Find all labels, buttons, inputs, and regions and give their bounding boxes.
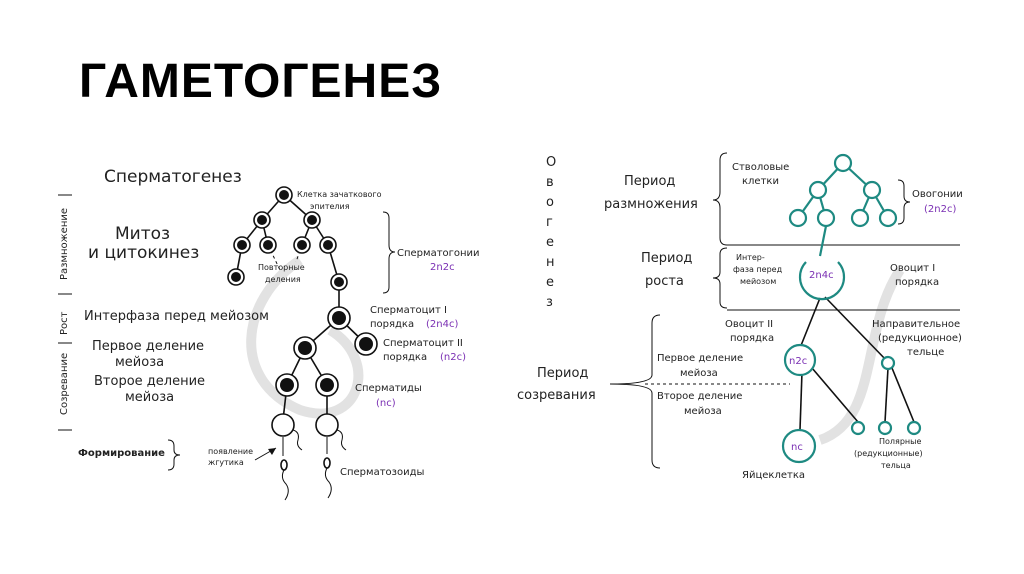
mitosis-label-2: и цитокинез	[88, 243, 199, 263]
spermatozoa-label: Сперматозоиды	[340, 467, 424, 478]
svg-text:о: о	[546, 195, 554, 210]
polar-body-label-2: (редукционное)	[878, 333, 962, 344]
ovo-second-division-2: мейоза	[684, 406, 722, 417]
spermatids-label: Сперматиды	[355, 383, 422, 394]
period-maturation-2: созревания	[517, 388, 596, 403]
oogonium-cell	[818, 210, 834, 226]
polar-bodies-label-3: тельца	[881, 461, 911, 470]
spermatozoon	[324, 458, 330, 468]
spermatozoon	[281, 460, 287, 470]
oogonia-label: Овогонии	[912, 189, 963, 200]
forming-cell	[316, 414, 338, 436]
ovo-first-division-1: Первое деление	[657, 353, 743, 364]
svg-text:в: в	[546, 175, 554, 190]
spermatocyte-1-ploidy: (2n4c)	[426, 319, 458, 330]
spermatocyte-2-ploidy: (n2c)	[440, 352, 466, 363]
growth-interphase-2: фаза перед	[733, 265, 783, 274]
svg-text:з: з	[546, 295, 553, 310]
epithelium-label-1: Клетка зачаткового	[297, 190, 382, 199]
period-multiplication-1: Период	[624, 174, 675, 189]
svg-text:е: е	[546, 235, 554, 250]
growth-ploidy: 2n4c	[809, 270, 834, 281]
oocyte-1-label-2: порядка	[895, 277, 939, 288]
oocyte-2-label-2: порядка	[730, 333, 774, 344]
interphase-label: Интерфаза перед мейозом	[84, 309, 269, 324]
second-division-label-1: Второе деление	[94, 374, 205, 389]
repeated-label-1: Повторные	[258, 263, 305, 272]
first-division-label-1: Первое деление	[92, 339, 204, 354]
spermatogonia-ploidy: 2n2c	[430, 262, 455, 273]
repeated-label-2: деления	[265, 275, 301, 284]
oocyte-2-ploidy: n2c	[789, 356, 807, 367]
growth-interphase-1: Интер-	[736, 253, 765, 262]
flagellum-label-2: жгутика	[208, 458, 244, 467]
svg-text:н: н	[546, 255, 555, 270]
stage-label-reproduction: Размножение	[59, 208, 70, 280]
oogonium-cell	[790, 210, 806, 226]
polar-body-cell	[852, 422, 864, 434]
stage-label-maturation: Созревание	[59, 353, 70, 415]
polar-body-label-3: тельце	[907, 347, 944, 358]
oogenesis-tree-lines	[798, 163, 914, 430]
period-growth-1: Период	[641, 251, 692, 266]
oogonium-cell	[880, 210, 896, 226]
svg-text:е: е	[546, 275, 554, 290]
oogonium-cell	[852, 210, 868, 226]
spermatocyte-2-label-1: Сперматоцит II	[383, 338, 463, 349]
first-division-label-2: мейоза	[115, 355, 164, 370]
spermatocyte-1-label-2: порядка	[370, 319, 414, 330]
ovo-second-division-1: Второе деление	[657, 391, 742, 402]
stem-cell	[810, 182, 826, 198]
epithelium-label-2: эпителия	[310, 202, 350, 211]
mitosis-label-1: Митоз	[115, 224, 170, 244]
spermatids-ploidy: (nc)	[376, 398, 396, 409]
ovo-first-division-2: мейоза	[680, 368, 718, 379]
svg-text:г: г	[546, 215, 553, 230]
oogonia-ploidy: (2n2c)	[924, 204, 956, 215]
oogenesis-vertical-title: О в о г е н е з	[546, 155, 556, 310]
second-division-label-2: мейоза	[125, 390, 174, 405]
egg-ploidy: nc	[791, 442, 803, 453]
forming-cell	[272, 414, 294, 436]
polar-bodies-label-2: (редукционные)	[854, 449, 923, 458]
polar-body-cell	[908, 422, 920, 434]
polar-body-cell	[879, 422, 891, 434]
oocyte-1-label-1: Овоцит I	[890, 263, 935, 274]
spermatogonia-label: Сперматогонии	[397, 248, 480, 259]
spermatogenesis-heading: Сперматогенез	[104, 167, 242, 187]
svg-text:О: О	[546, 155, 556, 170]
period-multiplication-2: размножения	[604, 197, 698, 212]
forming-label: Формирование	[78, 448, 165, 459]
stem-cell	[835, 155, 851, 171]
stem-cell	[864, 182, 880, 198]
flagellum-label-1: появление	[208, 447, 253, 456]
period-maturation-1: Период	[537, 366, 588, 381]
polar-body-cell	[882, 357, 894, 369]
polar-bodies-label-1: Полярные	[879, 437, 921, 446]
spermatogenesis-section: Сперматогенез Размножение Рост Созревани…	[58, 167, 480, 500]
polar-body-label-1: Направительное	[872, 319, 960, 330]
spermatocyte-1-label-1: Сперматоцит I	[370, 305, 447, 316]
stage-label-growth: Рост	[59, 311, 70, 335]
egg-label: Яйцеклетка	[742, 470, 805, 481]
period-growth-2: роста	[645, 274, 684, 289]
oogenesis-section: О в о г е н е з Период размножения Перио…	[517, 153, 963, 481]
stem-cells-label-1: Стволовые	[732, 162, 789, 173]
growth-interphase-3: мейозом	[740, 277, 776, 286]
oocyte-2-label-1: Овоцит II	[725, 319, 773, 330]
stem-cells-label-2: клетки	[742, 176, 779, 187]
spermatocyte-2-label-2: порядка	[383, 352, 427, 363]
